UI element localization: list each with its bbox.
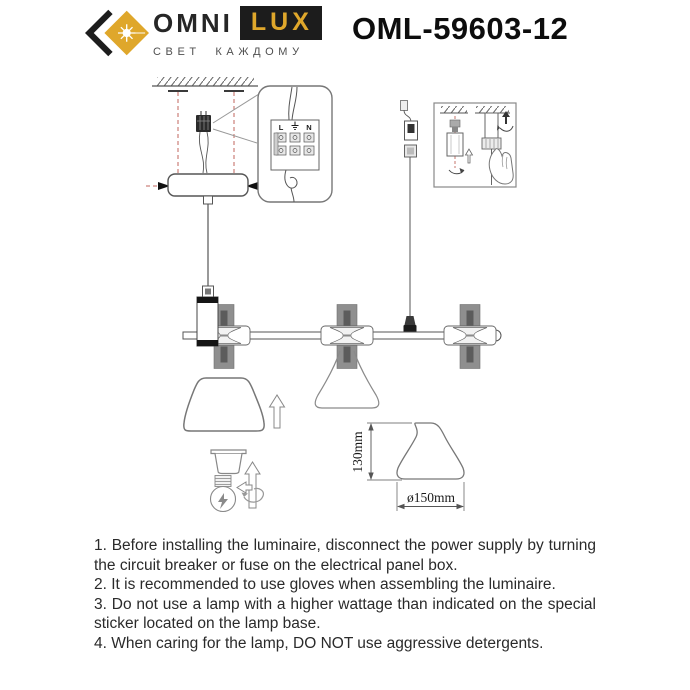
brand-tagline: СВЕТ КАЖДОМУ [153,46,304,58]
rotate-arrow-icon [448,169,465,175]
instruction-item-1: 1. Before installing the luminaire, disc… [94,537,596,574]
socket-cup [210,449,247,475]
diameter-dimension-label: ø150mm [407,490,456,505]
instructions: 1. Before installing the luminaire, disc… [94,536,596,654]
brand-name-lux: LUX [239,6,322,40]
wiring-callout: L N [212,85,333,203]
shade-profile [396,422,465,480]
ceiling-canopy [167,173,249,197]
brand-logo: OMNI LUX СВЕТ КАЖДОМУ [85,4,322,62]
instruction-item-3: 3. Do not use a lamp with a higher watta… [94,595,596,633]
arrow-left-icon [246,182,258,190]
installation-inset [433,102,517,188]
ceiling-mount-diagram [146,77,270,286]
instruction-item-4: 4. When caring for the lamp, DO NOT use … [94,634,544,652]
height-dimension-label: 130mm [350,431,365,473]
wire-loop [284,169,298,189]
omnilux-logo-icon [85,8,149,58]
up-arrow-icon [464,148,474,164]
screw-in-arrow-icon [236,461,264,509]
fixture-bar [182,285,502,409]
lamp-holder-middle [320,304,374,369]
cable-adjuster [400,100,418,333]
brand-name-omni: OMNI [153,7,233,38]
up-arrow-icon [502,111,510,124]
light-bulb-icon [209,475,237,513]
wire-connector-block [196,111,211,132]
earth-ground-symbol [291,121,299,130]
lamp-holder-right [443,304,497,369]
ceiling-hatch [157,77,254,86]
up-arrow-icon [268,394,286,429]
hand-icon [488,148,514,185]
canopy-stem [203,195,213,205]
terminal-label-live: L [279,123,284,132]
lightning-icon [218,493,228,509]
instruction-item-2: 2. It is recommended to use gloves when … [94,576,556,594]
terminal-block: L N [270,119,320,171]
lamp-shade-outline [183,377,265,432]
suspension-cylinder [196,296,219,347]
model-number: OML-59603-12 [352,11,569,46]
attached-shade-outline [314,350,380,409]
arrow-right-icon [158,182,170,190]
rotate-arrow-icon [499,125,514,132]
terminal-label-neutral: N [306,123,311,132]
dimension-drawing: 130mm ø150mm [350,422,465,511]
shade-exploded-view [183,377,286,513]
